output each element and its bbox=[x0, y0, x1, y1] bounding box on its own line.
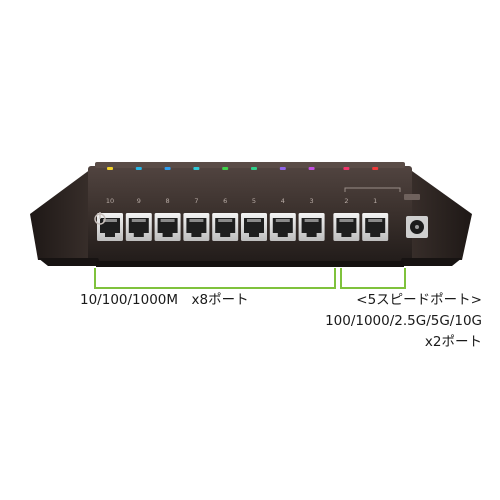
port-led bbox=[107, 167, 113, 170]
ethernet-port-socket bbox=[365, 218, 386, 237]
ethernet-port bbox=[333, 213, 360, 241]
chassis-right-foot bbox=[398, 258, 462, 266]
port-led bbox=[343, 167, 350, 170]
port-led bbox=[372, 167, 379, 170]
ethernet-port bbox=[269, 213, 296, 241]
ethernet-port-socket bbox=[272, 218, 293, 237]
ethernet-port bbox=[97, 213, 123, 241]
port-number-label: 2 bbox=[344, 197, 348, 205]
port-number-label: 4 bbox=[281, 197, 285, 205]
ethernet-ports bbox=[97, 213, 389, 241]
ethernet-port-pins bbox=[189, 219, 204, 222]
port-number-label: 6 bbox=[223, 197, 227, 205]
chassis-bottom-shadow bbox=[96, 261, 404, 267]
multigig-ports-bracket bbox=[340, 268, 406, 289]
ethernet-port-socket bbox=[336, 218, 357, 237]
ethernet-port bbox=[125, 213, 152, 241]
chassis-left-wing bbox=[30, 166, 95, 260]
multigig-label-bracket bbox=[344, 187, 401, 192]
ethernet-port-socket bbox=[128, 218, 149, 237]
port-number-label: 10 bbox=[106, 197, 114, 205]
ethernet-port-pins bbox=[339, 219, 354, 222]
ethernet-port-pins bbox=[368, 219, 383, 222]
port-led-strip bbox=[107, 167, 379, 170]
ethernet-port-pins bbox=[103, 219, 117, 222]
port-number-label: 7 bbox=[194, 197, 198, 205]
port-number-label: 9 bbox=[137, 197, 141, 205]
ethernet-port-pins bbox=[160, 219, 175, 222]
port-led bbox=[193, 167, 200, 170]
gigabit-ports-bracket bbox=[94, 268, 336, 289]
ethernet-port bbox=[154, 213, 181, 241]
ethernet-port-socket bbox=[215, 218, 236, 237]
gigabit-ports-caption: 10/100/1000M x8ポート bbox=[80, 292, 249, 308]
dc-power-jack-icon bbox=[404, 194, 428, 238]
ethernet-port-pins bbox=[247, 219, 261, 222]
ethernet-port-pins bbox=[275, 219, 290, 222]
port-led bbox=[279, 167, 286, 170]
port-number-labels: 10 9 8 7 6 5 4 3 2 1 bbox=[106, 197, 377, 205]
port-number-label: 8 bbox=[166, 197, 170, 205]
multigig-ports-caption-title: <5スピードポート> bbox=[356, 292, 482, 308]
port-led bbox=[308, 167, 315, 170]
multigig-ports-caption-speeds: 100/1000/2.5G/5G/10G bbox=[325, 313, 482, 329]
ethernet-port-pins bbox=[218, 219, 233, 222]
ethernet-port-pins bbox=[304, 219, 319, 222]
chassis-left-foot bbox=[38, 258, 102, 266]
ethernet-port-socket bbox=[301, 218, 322, 237]
multigig-ports-caption-count: x2ポート bbox=[424, 334, 482, 350]
ethernet-port-socket bbox=[100, 218, 120, 237]
ethernet-port bbox=[362, 213, 389, 241]
port-led bbox=[222, 167, 229, 170]
port-led bbox=[251, 167, 257, 170]
ethernet-port bbox=[183, 213, 210, 241]
port-number-label: 1 bbox=[373, 197, 377, 205]
port-led bbox=[135, 167, 142, 170]
ethernet-port-pins bbox=[131, 219, 146, 222]
port-number-label: 5 bbox=[252, 197, 256, 205]
ethernet-port-socket bbox=[186, 218, 207, 237]
chassis-top-edge bbox=[95, 162, 405, 168]
ethernet-port bbox=[241, 213, 267, 241]
port-led bbox=[164, 167, 171, 170]
ethernet-port bbox=[298, 213, 325, 241]
port-number-label: 3 bbox=[310, 197, 314, 205]
ethernet-port-socket bbox=[157, 218, 178, 237]
ethernet-port bbox=[212, 213, 239, 241]
power-button-icon bbox=[94, 212, 106, 225]
ethernet-port-socket bbox=[244, 218, 264, 237]
chassis-right-wing bbox=[405, 166, 472, 260]
